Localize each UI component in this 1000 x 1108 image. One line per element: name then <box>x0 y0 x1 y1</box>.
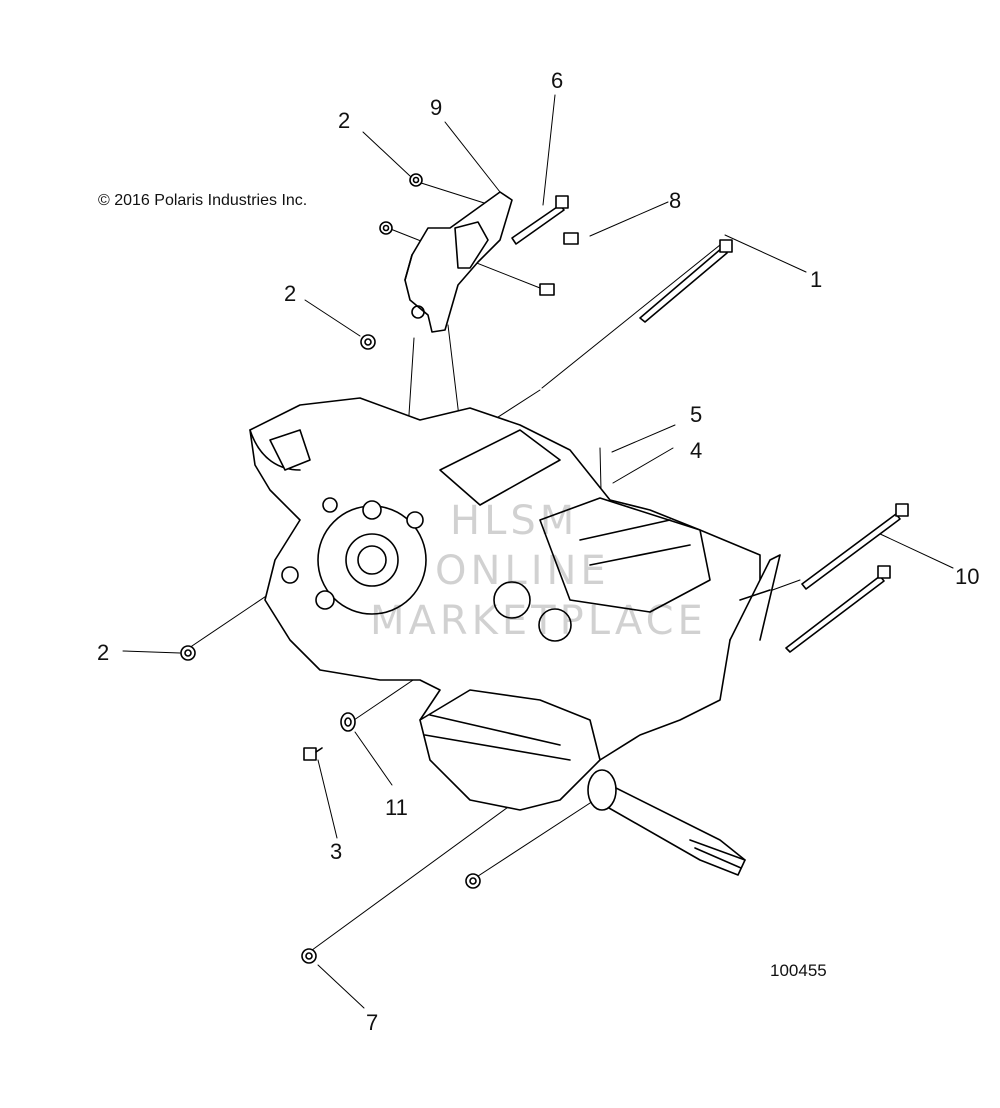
callout-10: 10 <box>955 564 980 589</box>
copyright-notice: © 2016 Polaris Industries Inc. <box>98 192 308 209</box>
callout-8: 8 <box>669 188 682 213</box>
drawing-number: 100455 <box>770 961 827 980</box>
watermark-line-3: MARKETPLACE <box>370 598 707 644</box>
callout-2-top: 2 <box>338 108 351 133</box>
callout-1: 1 <box>810 267 823 292</box>
engine-housing <box>249 397 781 876</box>
mount-bracket <box>404 191 513 333</box>
callout-7: 7 <box>366 1010 379 1035</box>
watermark-line-1: HLSM <box>450 498 579 544</box>
fasteners <box>180 173 909 964</box>
callout-2-mid: 2 <box>284 281 297 306</box>
watermark-line-2: ONLINE <box>435 548 610 594</box>
callout-3: 3 <box>330 839 343 864</box>
callout-9: 9 <box>430 95 443 120</box>
callout-5: 5 <box>690 402 703 427</box>
callout-4: 4 <box>690 438 703 463</box>
callout-11: 11 <box>385 795 408 820</box>
callout-2-left: 2 <box>97 640 110 665</box>
callout-6: 6 <box>551 68 564 93</box>
